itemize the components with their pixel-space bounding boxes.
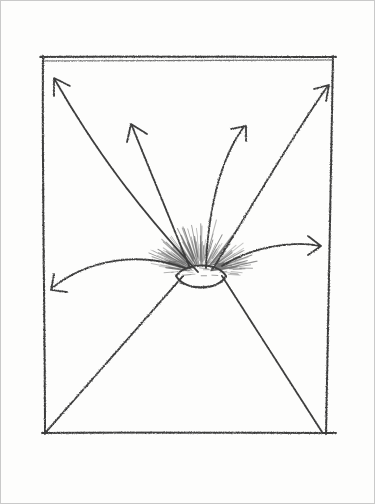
burst-base-smudge [231, 272, 243, 273]
diagonal-lines [46, 276, 322, 432]
arrow-top-right-shaft [212, 87, 327, 270]
frame-left-edge [43, 56, 45, 434]
burst-base-smudge [216, 267, 229, 268]
arrow-left-shaft [52, 259, 185, 288]
shaded-burst [149, 220, 257, 276]
burst-base-smudge [182, 275, 192, 276]
burst-base-smudge [233, 269, 246, 270]
diagonal-left-to-center [46, 276, 183, 432]
frame-top-edge-double [44, 60, 333, 61]
frame-right-edge [326, 56, 333, 434]
arrow-mid-left-shaft [132, 126, 190, 268]
diagonal-right-to-center [222, 276, 322, 432]
burst-base-smudge [199, 268, 209, 269]
burst-base-smudge [233, 264, 245, 265]
burst-base-smudge [187, 272, 193, 273]
